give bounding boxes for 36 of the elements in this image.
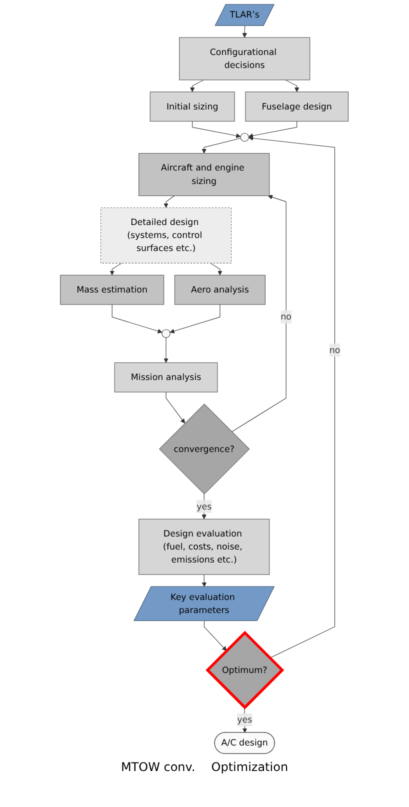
node-circle <box>162 329 171 338</box>
arrow <box>242 26 248 38</box>
node-box: Fuselage design <box>245 92 349 122</box>
arrow <box>210 262 223 276</box>
arrow <box>166 392 186 424</box>
arrow <box>112 304 163 334</box>
node-box: Design evaluation (fuel, costs, noise, emissions etc.) <box>138 518 270 575</box>
arrow <box>164 195 175 208</box>
arrow <box>164 337 169 363</box>
node-box: Aero analysis <box>174 274 266 305</box>
arrow <box>232 194 287 432</box>
edge-label: no <box>330 344 340 356</box>
arrow <box>110 262 122 276</box>
edge-label: yes <box>196 501 212 512</box>
arrow <box>170 304 220 334</box>
arrow <box>190 80 204 92</box>
arrow <box>202 138 242 154</box>
node-box: Detailed design (systems, control surfaces etc.) <box>100 207 232 264</box>
arrow <box>248 136 336 658</box>
arrow <box>285 80 300 92</box>
node-diamond: Optimum? <box>206 630 284 710</box>
node-box: Mission analysis <box>114 362 218 392</box>
node-box: Configurational decisions <box>179 37 310 80</box>
node-box: Mass estimation <box>60 274 164 305</box>
arrow <box>204 620 227 651</box>
node-circle <box>240 132 250 142</box>
loop-label: Optimization <box>211 760 288 774</box>
loop-label: MTOW conv. <box>120 760 196 774</box>
edge-label: yes <box>237 714 252 725</box>
node-diamond: convergence? <box>159 404 250 494</box>
arrow <box>202 574 207 588</box>
arrow <box>248 121 298 138</box>
node-box: Initial sizing <box>150 92 236 122</box>
node-box: Aircraft and engine sizing <box>138 153 270 196</box>
arrow <box>192 121 241 138</box>
edge-label: no <box>280 312 292 322</box>
